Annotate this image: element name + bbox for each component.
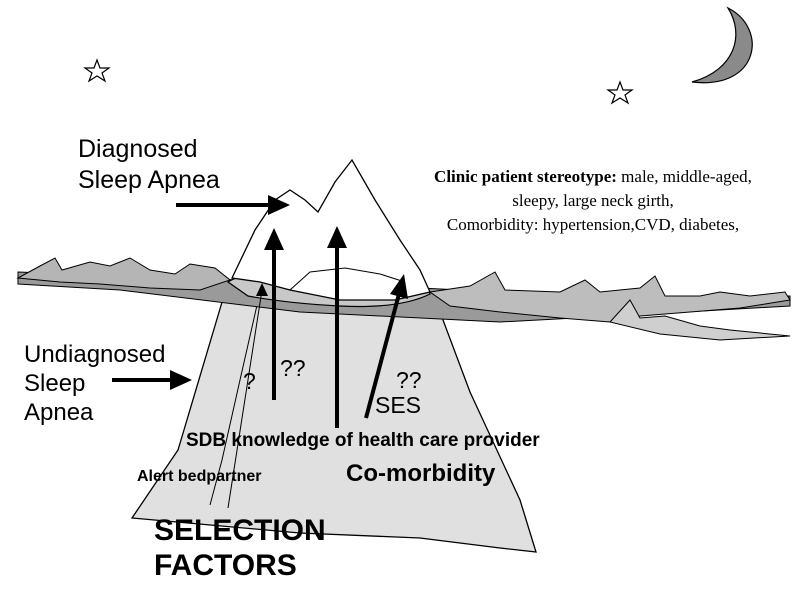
sdb-knowledge-arrow xyxy=(327,226,347,428)
questionable-arrow xyxy=(264,228,284,400)
right-ice-floes xyxy=(428,271,791,323)
ray-line xyxy=(227,289,263,509)
selection-factors-line1: SELECTION xyxy=(154,514,326,547)
iceberg-tip-ledge xyxy=(289,267,406,291)
stereotype-text-line3: Comorbidity: hypertension,CVD, diabetes, xyxy=(446,215,740,234)
undiagnosed-arrow xyxy=(112,370,192,390)
question-mark-double-left: ?? xyxy=(280,355,306,381)
iceberg-inner-fold xyxy=(209,291,261,506)
undiagnosed-label-line1: Undiagnosed xyxy=(24,341,166,368)
diagnosed-label-line1: Diagnosed xyxy=(78,135,198,163)
question-mark-single: ? xyxy=(243,368,256,394)
undiagnosed-label: Undiagnosed Sleep Apnea xyxy=(24,340,165,427)
right-ice-floe-lower xyxy=(609,299,791,341)
left-ice-floes xyxy=(16,257,232,291)
question-mark-double-right: ?? xyxy=(396,367,422,393)
ses-arrow xyxy=(364,274,408,419)
undiagnosed-label-line3: Apnea xyxy=(24,399,94,426)
iceberg-tip xyxy=(231,158,431,301)
diagnosed-label: Diagnosed Sleep Apnea xyxy=(78,134,220,196)
stereotype-title: Clinic patient stereotype: xyxy=(434,167,617,186)
stereotype-text-line1: male, middle-aged, xyxy=(616,167,752,186)
diagnosed-label-line2: Sleep Apnea xyxy=(78,166,220,194)
alert-bedpartner-label: Alert bedpartner xyxy=(137,468,262,485)
clinic-stereotype-text: Clinic patient stereotype: male, middle-… xyxy=(392,165,794,237)
selection-factors-line2: FACTORS xyxy=(154,549,297,582)
stereotype-text-line2: sleepy, large neck girth, xyxy=(512,191,674,210)
selection-factors-label: SELECTION FACTORS xyxy=(154,513,326,583)
ses-label: SES xyxy=(375,392,422,418)
co-morbidity-label: Co-morbidity xyxy=(346,460,496,487)
diagnosed-arrow xyxy=(176,195,290,215)
undiagnosed-label-line2: Sleep xyxy=(24,370,86,397)
star-icon xyxy=(606,80,634,105)
star-icon xyxy=(83,58,111,83)
crescent-moon-icon xyxy=(691,6,753,84)
bedpartner-arrow xyxy=(256,283,268,296)
sdb-knowledge-label: SDB knowledge of health care provider xyxy=(186,430,540,451)
